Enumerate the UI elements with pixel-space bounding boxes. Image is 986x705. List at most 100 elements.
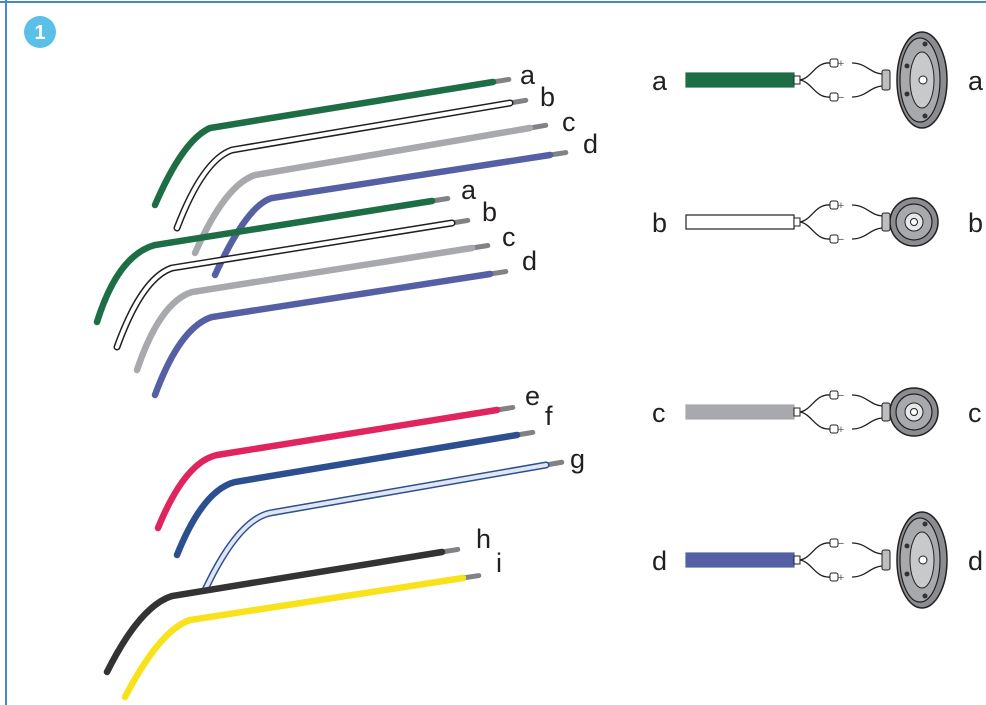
speaker-terminal-block	[881, 549, 891, 571]
speaker-mount-hole-1	[922, 593, 928, 599]
lead-bottom	[799, 411, 831, 430]
wire-a: a	[93, 175, 477, 326]
terminal-top	[829, 58, 839, 68]
wire-label-c: c	[562, 107, 576, 137]
speaker-terminal-block	[881, 69, 891, 91]
wire-label-a: a	[461, 175, 477, 205]
speaker-mount-hole-3	[904, 571, 910, 577]
wire-i: i	[121, 548, 502, 701]
wire-label-c: c	[502, 222, 516, 252]
step-number: 1	[34, 22, 45, 44]
wire-e-insulation	[154, 406, 501, 532]
terminal-bottom	[829, 92, 839, 102]
polarity-top: −	[838, 538, 844, 550]
wire-label-i: i	[496, 548, 502, 578]
speaker-mount-hole-3	[904, 91, 910, 97]
speaker-mount-hole-2	[904, 63, 910, 69]
wire-a-insulation	[151, 78, 497, 209]
wire-swatch-a	[685, 72, 795, 88]
lead-bottom	[799, 559, 831, 578]
connection-label-left-b: b	[652, 208, 667, 238]
terminal-bottom	[829, 572, 839, 582]
wire-g: g	[201, 444, 585, 594]
lead-bottom	[799, 221, 831, 240]
wire-label-d: d	[583, 129, 598, 159]
wire-i-insulation	[121, 574, 467, 701]
tweeter-center	[910, 408, 918, 416]
wire-a-insulation	[93, 197, 436, 326]
terminal-top	[829, 390, 839, 400]
polarity-top: −	[838, 390, 844, 402]
speaker-connections: a + − a b + − b c − + c d − + d	[652, 31, 984, 609]
wire-end-c	[793, 407, 801, 417]
connection-label-left-a: a	[652, 66, 668, 96]
polarity-bottom: +	[838, 424, 844, 436]
polarity-top: +	[838, 200, 844, 212]
polarity-bottom: −	[838, 92, 844, 104]
lead-top-out	[851, 62, 883, 75]
lead-bottom-out	[851, 417, 883, 430]
wire-d: d	[151, 246, 537, 399]
wire-f-insulation	[173, 431, 521, 559]
tweeter-terminal-block	[881, 402, 891, 422]
wire-label-a: a	[520, 60, 536, 90]
connection-label-left-c: c	[652, 398, 666, 428]
wire-g-outline	[201, 461, 550, 594]
connection-label-left-d: d	[652, 546, 667, 576]
lead-top	[799, 62, 831, 81]
step-badge: 1	[24, 16, 56, 48]
connection-label-right-a: a	[968, 66, 984, 96]
wire-swatch-c	[685, 404, 795, 420]
wire-end-d	[793, 555, 801, 565]
polarity-top: +	[838, 58, 844, 70]
wire-e: e	[154, 381, 540, 532]
terminal-top	[829, 538, 839, 548]
wire-b-outline	[173, 99, 514, 232]
wire-end-a	[793, 75, 801, 85]
wire-swatch-b	[685, 214, 795, 230]
lead-bottom-out	[851, 227, 883, 240]
lead-bottom-out	[851, 565, 883, 578]
wire-b-insulation	[115, 221, 454, 349]
speaker-mount-hole-0	[922, 41, 928, 47]
speaker-connection-d: d − + d	[652, 511, 983, 609]
polarity-bottom: −	[838, 234, 844, 246]
wire-f: f	[173, 401, 553, 559]
wire-g-insulation	[203, 463, 548, 592]
lead-top-out	[851, 542, 883, 555]
terminal-top	[829, 200, 839, 210]
connection-label-right-d: d	[968, 546, 983, 576]
wire-d-insulation	[151, 270, 494, 399]
wire-label-b: b	[540, 82, 555, 112]
wire-label-d: d	[522, 246, 537, 276]
lead-top-out	[851, 394, 883, 407]
wire-h: h	[103, 524, 491, 676]
lead-bottom-out	[851, 85, 883, 98]
terminal-bottom	[829, 234, 839, 244]
polarity-bottom: +	[838, 572, 844, 584]
wire-end-b	[793, 217, 801, 227]
speaker-mount-hole-2	[904, 543, 910, 549]
speaker-mount-hole-1	[922, 113, 928, 119]
speaker-connection-a: a + − a	[652, 31, 984, 129]
lead-top-out	[851, 204, 883, 217]
wire-c: c	[133, 222, 516, 374]
connection-label-right-b: b	[968, 208, 983, 238]
speaker-dust-cap	[918, 555, 928, 565]
lead-top	[799, 542, 831, 561]
wire-h-insulation	[103, 548, 446, 676]
speaker-connection-b: b + − b	[652, 197, 983, 247]
connection-label-right-c: c	[968, 398, 982, 428]
tweeter-center	[910, 218, 918, 226]
speaker-dust-cap	[918, 75, 928, 85]
wire-label-h: h	[476, 524, 491, 554]
tweeter-terminal-block	[881, 212, 891, 232]
wire-label-b: b	[482, 197, 497, 227]
wire-c-insulation	[133, 244, 476, 374]
wire-label-f: f	[545, 401, 553, 431]
speaker-mount-hole-0	[922, 521, 928, 527]
lead-top	[799, 204, 831, 223]
